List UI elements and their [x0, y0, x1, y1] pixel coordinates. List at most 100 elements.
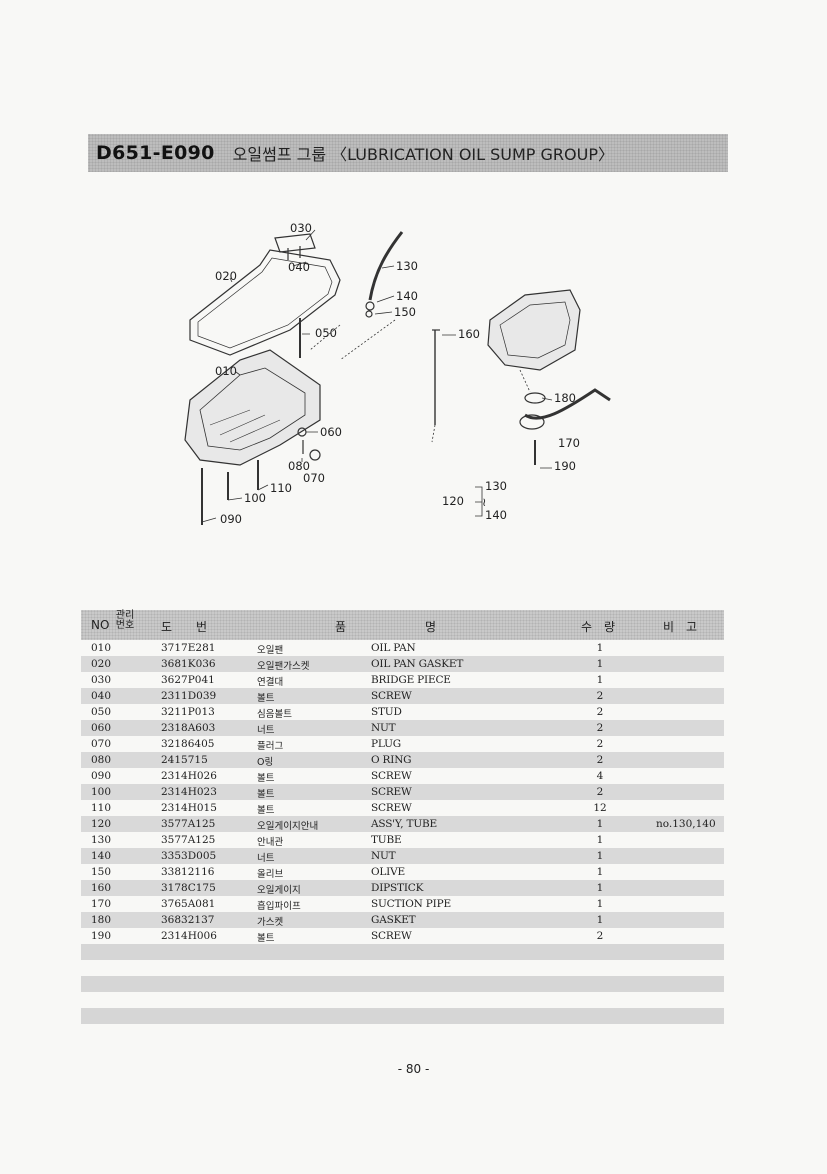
- header-remarks: 비 고: [663, 620, 698, 634]
- cell-quantity: 2: [596, 754, 604, 766]
- cell-english-name: GASKET: [371, 914, 416, 926]
- cell-english-name: STUD: [371, 706, 402, 718]
- cell-part-number: 3211P013: [161, 706, 215, 718]
- cell-quantity: 1: [596, 914, 604, 926]
- callout-030: 030: [290, 221, 312, 235]
- cell-quantity: 2: [596, 690, 604, 702]
- cell-no: 020: [91, 658, 112, 670]
- bridge-piece-shape: [274, 233, 316, 253]
- cell-english-name: OLIVE: [371, 866, 405, 878]
- cell-korean-name: 너트: [257, 853, 275, 864]
- cell-no: 060: [91, 722, 112, 734]
- cell-part-number: 3577A125: [161, 818, 216, 830]
- cell-english-name: SCREW: [371, 786, 412, 798]
- cell-part-number: 3577A125: [161, 834, 216, 846]
- cell-english-name: SCREW: [371, 770, 412, 782]
- page-number: - 80 -: [397, 1062, 430, 1076]
- cell-no: 170: [91, 898, 112, 910]
- oil-pan-shape: [184, 349, 321, 466]
- cell-quantity: 1: [596, 674, 604, 686]
- cell-quantity: 2: [596, 706, 604, 718]
- callout-150: 150: [394, 305, 416, 319]
- cell-quantity: 12: [593, 802, 607, 814]
- callout-120: 120: [442, 494, 464, 508]
- cell-english-name: SCREW: [371, 930, 412, 942]
- group-code: D651-E090: [96, 142, 215, 164]
- cell-korean-name: 볼트: [257, 933, 275, 944]
- cell-english-name: OIL PAN GASKET: [371, 658, 464, 670]
- cell-quantity: 2: [596, 738, 604, 750]
- callout-100: 100: [244, 491, 266, 505]
- callout-170: 170: [558, 436, 580, 450]
- cell-english-name: NUT: [371, 850, 396, 862]
- header-no: NO: [91, 618, 110, 632]
- cell-no: 050: [91, 706, 112, 718]
- cell-no: 080: [91, 754, 112, 766]
- dipstick-tube-shape: [368, 231, 404, 301]
- callout-130: 130: [396, 259, 418, 273]
- cell-no: 130: [91, 834, 112, 846]
- header-quantity: 수 량: [581, 620, 616, 634]
- cell-quantity: 1: [596, 818, 604, 830]
- cell-english-name: BRIDGE PIECE: [371, 674, 451, 686]
- cell-no: 180: [91, 914, 112, 926]
- oil-pump-shape: [487, 289, 581, 371]
- cell-quantity: 1: [596, 658, 604, 670]
- cell-part-number: 3765A081: [161, 898, 216, 910]
- blank-row: [81, 944, 724, 960]
- header-mgmt: 관리 번호: [115, 610, 135, 631]
- callout-130-sub: 130: [485, 479, 507, 493]
- cell-part-number: 32186405: [161, 738, 215, 750]
- callout-140: 140: [396, 289, 418, 303]
- callout-020: 020: [215, 269, 237, 283]
- cell-part-number: 2415715: [161, 754, 208, 766]
- cell-part-number: 3627P041: [161, 674, 215, 686]
- range-symbol: ≀: [482, 495, 486, 509]
- cell-no: 150: [91, 866, 112, 878]
- blank-row: [81, 960, 724, 976]
- table-header: NO 관리 번호 도 번 품 명 수 량 비 고: [81, 610, 724, 640]
- cell-quantity: 1: [596, 882, 604, 894]
- cell-part-number: 2314H026: [161, 770, 217, 782]
- blank-row: [81, 992, 724, 1008]
- cell-quantity: 4: [596, 770, 604, 782]
- cell-korean-name: 올리브: [257, 869, 284, 880]
- cell-korean-name: 볼트: [257, 773, 275, 784]
- cell-no: 140: [91, 850, 112, 862]
- cell-no: 010: [91, 642, 112, 654]
- cell-korean-name: 연결대: [257, 677, 284, 688]
- cell-part-number: 2314H015: [161, 802, 217, 814]
- cell-english-name: ASS'Y, TUBE: [371, 818, 437, 830]
- cell-korean-name: 가스켓: [257, 917, 284, 928]
- cell-part-number: 3681K036: [161, 658, 216, 670]
- diagram-svg: 030 040 020 130 140 150 050 160 010 060 …: [184, 221, 611, 526]
- cell-part-number: 2318A603: [161, 722, 216, 734]
- callout-180: 180: [554, 391, 576, 405]
- cell-korean-name: 볼트: [257, 693, 275, 704]
- cell-no: 120: [91, 818, 112, 830]
- callout-110: 110: [270, 481, 292, 495]
- cell-no: 110: [91, 802, 112, 814]
- cell-remarks: no.130,140: [656, 818, 716, 830]
- cell-no: 160: [91, 882, 112, 894]
- cell-english-name: SCREW: [371, 802, 412, 814]
- callout-190: 190: [554, 459, 576, 473]
- callout-050: 050: [315, 326, 337, 340]
- cell-korean-name: 볼트: [257, 805, 275, 816]
- cell-english-name: SUCTION PIPE: [371, 898, 451, 910]
- cell-english-name: DIPSTICK: [371, 882, 424, 894]
